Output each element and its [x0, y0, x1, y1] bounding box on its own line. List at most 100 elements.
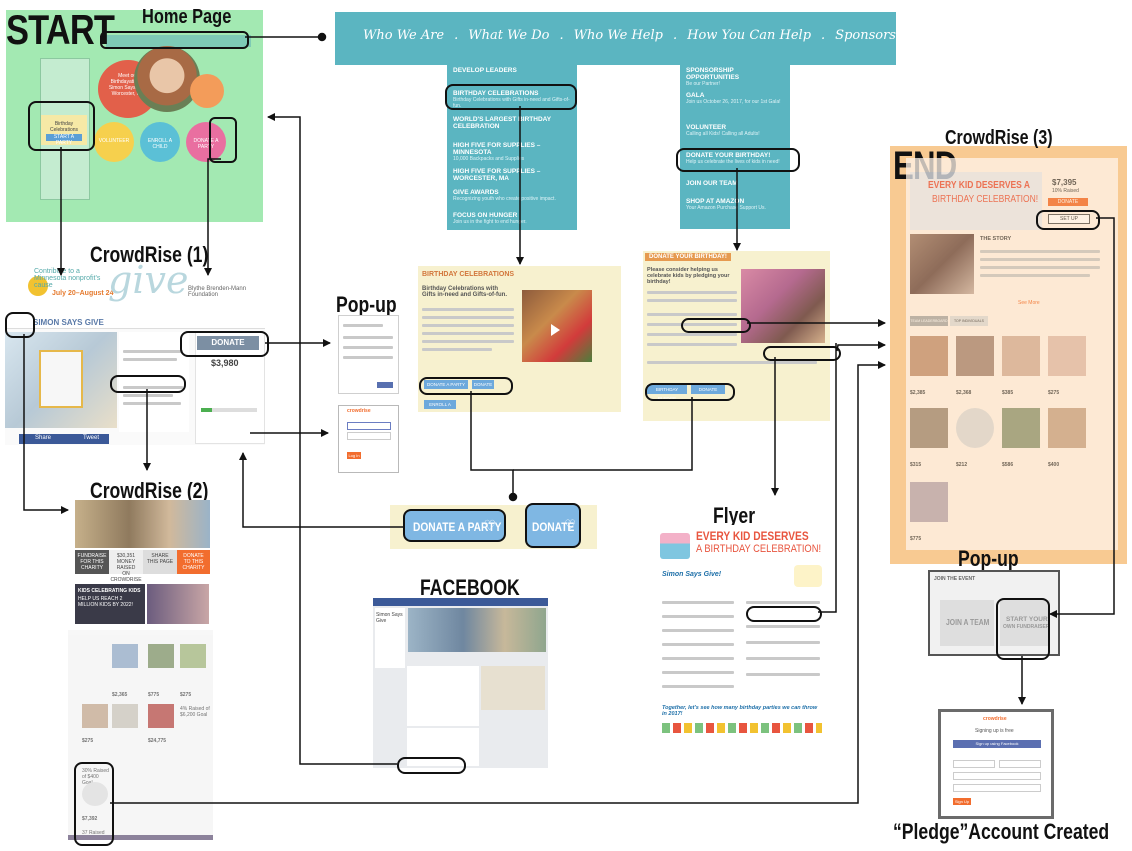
cr3-tab-individuals[interactable]: TOP INDIVIDUALS	[950, 316, 988, 326]
nav-separator: .	[672, 28, 678, 43]
donate-party-circle[interactable]	[186, 122, 226, 162]
cr1-amount: $3,980	[211, 358, 239, 368]
nav-separator: .	[821, 28, 826, 43]
volunteer-circle[interactable]	[94, 122, 134, 162]
start-fundraiser-highlight	[996, 598, 1050, 660]
menu-item-title: FOCUS ON HUNGER	[453, 212, 518, 219]
donate-button-small[interactable]: DONATE	[472, 380, 494, 389]
text-line	[662, 629, 734, 632]
start-party-button[interactable]: START A PARTY	[46, 134, 82, 146]
cr3-donate-button[interactable]: DONATE	[1048, 198, 1088, 206]
play-icon[interactable]	[551, 324, 560, 336]
cr3-card[interactable]	[910, 482, 948, 522]
cr3-card[interactable]	[1048, 408, 1086, 448]
cr3-card[interactable]	[956, 336, 994, 376]
cr1-donate-button[interactable]: DONATE	[197, 336, 259, 350]
pledge-field[interactable]	[999, 760, 1041, 768]
pledge-field[interactable]	[953, 760, 995, 768]
menu-item[interactable]: WORLD'S LARGEST BIRTHDAY CELEBRATION	[453, 116, 573, 130]
popup-field[interactable]	[347, 432, 391, 440]
text-line	[980, 258, 1100, 261]
cr3-tab-team[interactable]: TEAM LEADERBOARD	[910, 316, 948, 326]
text-line	[422, 340, 514, 343]
home-nav-highlight	[100, 31, 249, 49]
popup-field[interactable]	[347, 422, 391, 430]
text-line	[422, 324, 514, 327]
text-line	[123, 358, 177, 361]
cr3-see-more[interactable]: See More	[1018, 300, 1040, 306]
menu-item-title: DONATE YOUR BIRTHDAY!	[686, 152, 771, 159]
cr3-card-amount: $315	[910, 462, 922, 468]
join-title: JOIN THE EVENT	[934, 576, 976, 582]
cr3-card[interactable]	[1048, 336, 1086, 376]
menu-item[interactable]: DONATE YOUR BIRTHDAY!Help us celebrate t…	[686, 152, 788, 165]
cr3-card[interactable]	[910, 336, 948, 376]
cr3-card-amount: $385	[1002, 390, 1014, 396]
text-line	[343, 324, 383, 327]
enroll-child-button-small[interactable]: ENROLL A CHILD	[424, 400, 456, 412]
cr3-card[interactable]	[1002, 336, 1040, 376]
stat-top: FUNDRAISE	[77, 553, 107, 559]
flyer-headline-2: A BIRTHDAY CELEBRATION!	[696, 543, 822, 555]
donate-button-small-2[interactable]: DONATE	[691, 385, 725, 394]
pledge-field[interactable]	[953, 784, 1041, 792]
birthday-pledge-button[interactable]: BIRTHDAY PLEDGE	[647, 385, 687, 401]
pledge-submit-button[interactable]: Sign Up	[953, 798, 971, 805]
popup-submit-button[interactable]	[377, 382, 393, 388]
foundation-text: Blythe Brenden-Mann Foundation	[188, 286, 247, 298]
nav-what-we-do[interactable]: What We Do	[468, 28, 550, 43]
text-line	[980, 250, 1100, 253]
enroll-circle[interactable]	[140, 122, 180, 162]
nav-who-we-help[interactable]: Who We Help	[573, 28, 663, 43]
donate-birthday-photo	[741, 269, 825, 343]
donate-big-button[interactable]: DONATE ♡	[525, 503, 581, 548]
menu-item-title: GALA	[686, 92, 705, 99]
text-line	[123, 402, 181, 405]
flyer-sub: Simon Says Give!	[662, 571, 722, 578]
nav-sponsors[interactable]: Sponsors	[835, 28, 896, 43]
menu-item[interactable]: JOIN OUR TEAM	[686, 180, 788, 187]
crowdrise-3-screenshot: EVERY KID DESERVES A BIRTHDAY CELEBRATIO…	[906, 158, 1118, 550]
stat-mid: FOR THIS	[80, 559, 104, 565]
cr3-card[interactable]	[910, 408, 948, 448]
popup-1-label: Pop-up	[336, 292, 397, 317]
pledge-field[interactable]	[953, 772, 1041, 780]
donate-party-big-button[interactable]: DONATE A PARTY ♡	[403, 509, 506, 542]
nav-how-you-can-help[interactable]: How You Can Help	[687, 28, 812, 43]
arrow-flyer-to-crowdrise3	[818, 343, 837, 613]
cr3-card[interactable]	[1002, 408, 1040, 448]
text-line	[422, 308, 514, 311]
menu-item-title: JOIN OUR TEAM	[686, 180, 738, 187]
fb-cover	[408, 608, 546, 652]
cr3-headline-2: BIRTHDAY CELEBRATION!	[932, 194, 1039, 205]
nav-who-we-are[interactable]: Who We Are	[363, 28, 445, 43]
donate-party-button-small[interactable]: DONATE A PARTY	[424, 380, 468, 389]
cr3-setup-button[interactable]: SET UP	[1048, 214, 1090, 224]
share-button[interactable]: Share	[35, 435, 52, 441]
tweet-button[interactable]: Tweet	[83, 435, 100, 441]
text-line	[647, 323, 737, 326]
stat-mid: MONEY RAISED	[116, 559, 136, 571]
join-team-panel[interactable]	[940, 600, 994, 646]
menu-item[interactable]: DEVELOP LEADERS	[453, 67, 573, 74]
login-button[interactable]: Log In	[347, 452, 361, 459]
donate-birthday-buttons-highlight	[645, 383, 735, 401]
cr2-raised: 4% Raised of $6,200 Goal	[180, 706, 210, 718]
start-fundraiser-panel[interactable]	[1000, 600, 1050, 646]
menu-item[interactable]: HIGH FIVE FOR SUPPLIES – WORCESTER, MA	[453, 168, 573, 182]
cr1-share-bar	[19, 434, 109, 444]
cr3-card[interactable]	[956, 408, 994, 448]
volunteer-label: VOLUNTEER	[98, 138, 130, 144]
pledge-fb-button[interactable]: Sign up using Facebook	[953, 740, 1041, 748]
text-line	[662, 643, 734, 646]
